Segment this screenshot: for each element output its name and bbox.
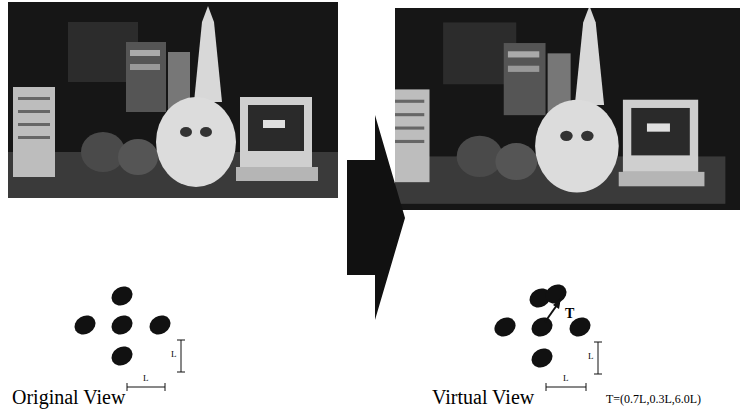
- original-photo: [8, 2, 338, 198]
- translation-arrow: [545, 298, 561, 322]
- dimension-label: L: [588, 352, 594, 362]
- camera-array-original: [71, 283, 174, 370]
- dimension-brackets-original: [127, 340, 185, 391]
- virtual-photo: [380, 2, 748, 229]
- dimension-label: L: [563, 374, 569, 384]
- view-caption: Virtual View: [432, 386, 534, 408]
- big-arrow: [347, 115, 405, 320]
- dimension-label: L: [171, 350, 177, 360]
- dimension-label: L: [143, 374, 149, 384]
- vector-value: T=(0.7L,0.3L,6.0L): [606, 393, 701, 406]
- vector-label: T: [565, 306, 574, 321]
- dimension-brackets-virtual: [546, 342, 602, 391]
- camera-array-virtual: [491, 281, 594, 372]
- view-caption: Original View: [12, 386, 125, 408]
